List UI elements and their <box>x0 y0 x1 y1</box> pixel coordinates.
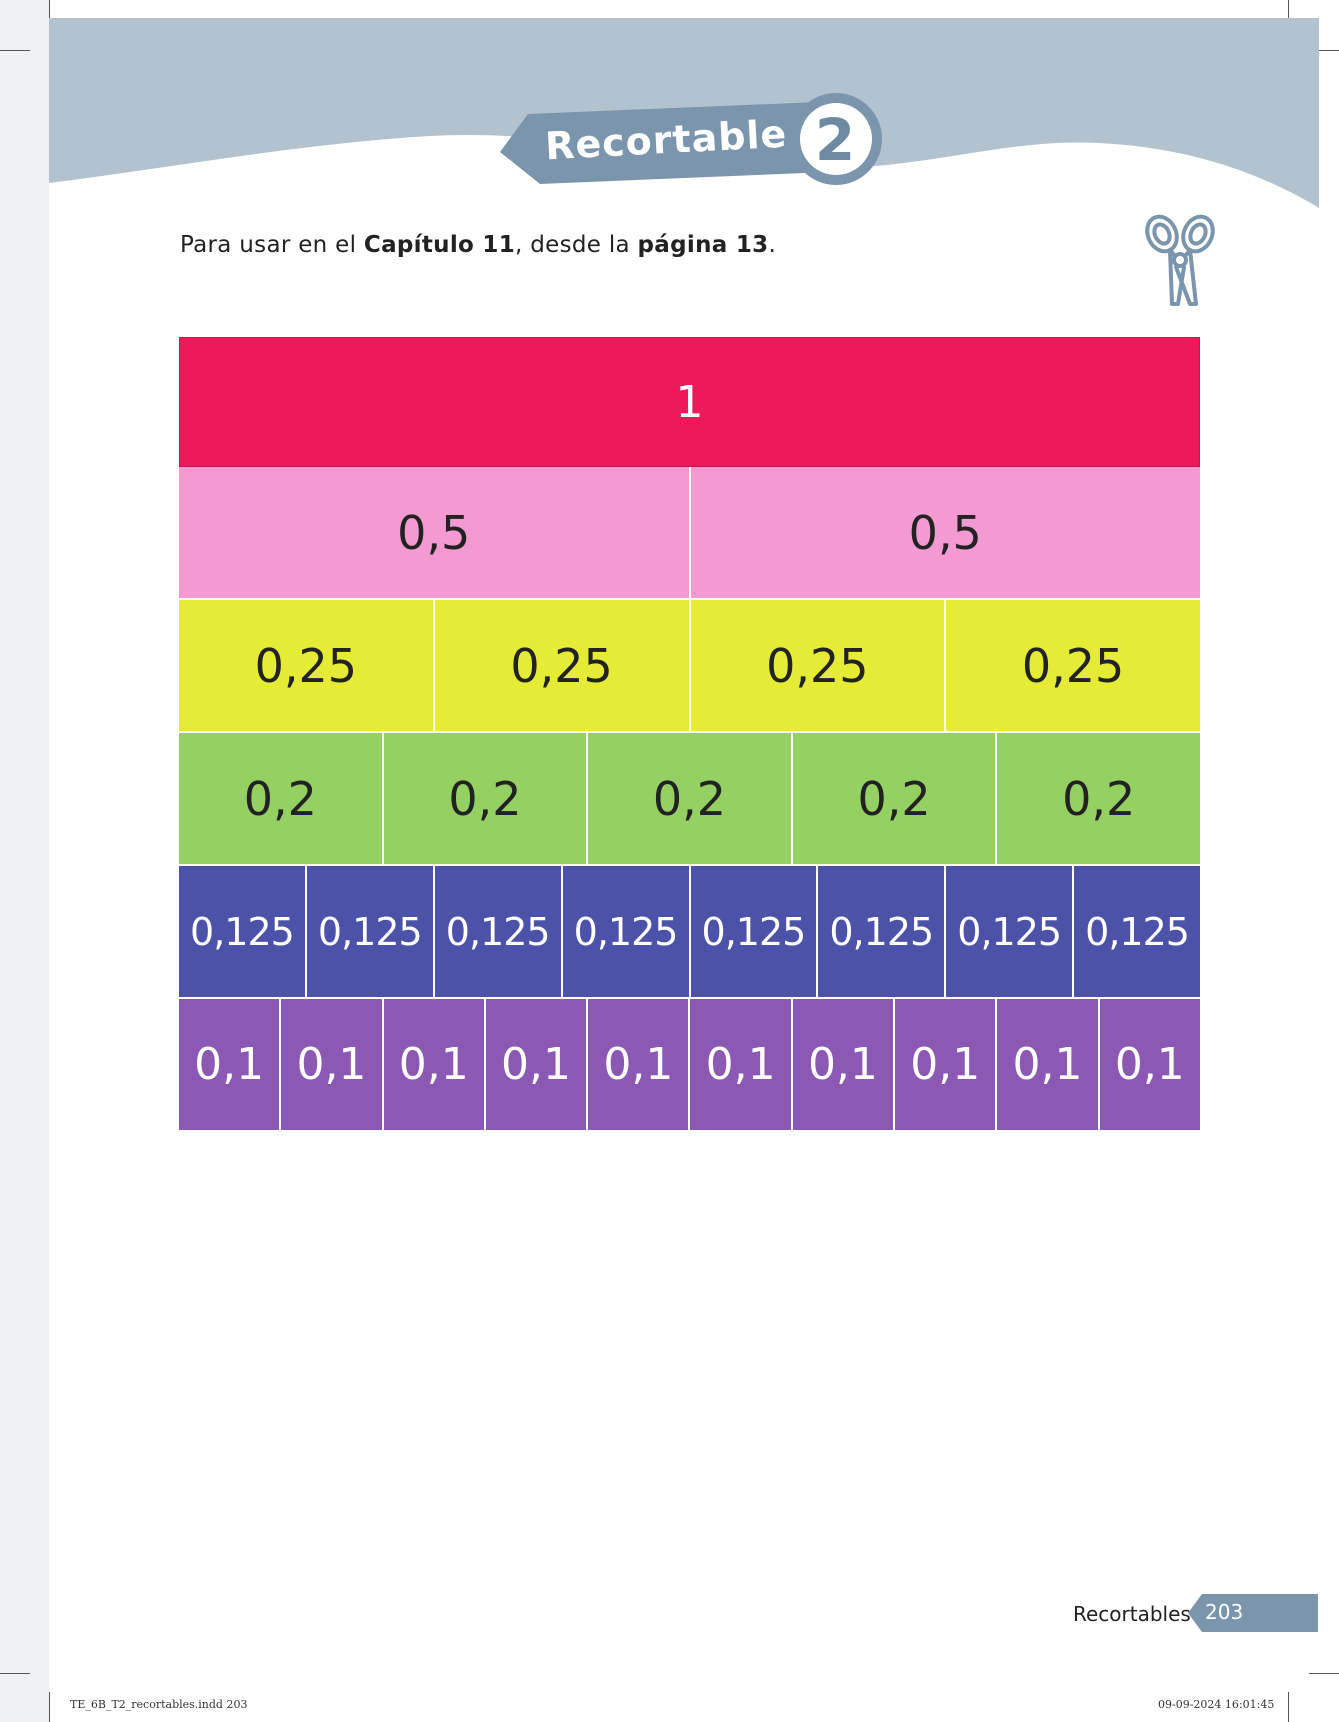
strip-row-0-5: 0,5 0,5 <box>179 467 1200 600</box>
intro-prefix: Para usar en el <box>180 232 364 258</box>
crop-mark <box>1309 1673 1339 1674</box>
strip-row-0-125: 0,125 0,125 0,125 0,125 0,125 0,125 0,12… <box>179 866 1200 999</box>
strip-cell[interactable]: 0,1 <box>1099 999 1200 1130</box>
strip-cell[interactable]: 0,125 <box>690 866 819 997</box>
strip-cell[interactable]: 0,1 <box>997 999 1100 1130</box>
strip-cell[interactable]: 0,125 <box>1074 866 1200 997</box>
strip-cell[interactable]: 0,25 <box>434 600 691 731</box>
intro-chapter: Capítulo 11 <box>363 232 516 258</box>
strip-cell[interactable]: 0,2 <box>792 733 998 864</box>
strip-row-1: 1 <box>179 337 1200 467</box>
crop-mark <box>0 50 30 51</box>
strip-cell[interactable]: 0,2 <box>179 733 384 864</box>
intro-text: Para usar en el Capítulo 11, desde la pá… <box>180 232 776 258</box>
recortable-badge <box>500 93 882 185</box>
strip-cell[interactable]: 0,25 <box>946 600 1200 731</box>
strip-cell[interactable]: 1 <box>179 337 1200 467</box>
strip-cell[interactable]: 0,25 <box>690 600 947 731</box>
left-margin-strip <box>0 0 49 1722</box>
footer-section-label: Recortables <box>1073 1602 1191 1626</box>
strip-cell[interactable]: 0,2 <box>997 733 1200 864</box>
strip-cell[interactable]: 0,125 <box>179 866 307 997</box>
strip-cell[interactable]: 0,125 <box>306 866 435 997</box>
strip-row-0-2: 0,2 0,2 0,2 0,2 0,2 <box>179 733 1200 866</box>
strip-cell[interactable]: 0,2 <box>383 733 589 864</box>
crop-mark <box>1288 1692 1289 1722</box>
intro-suffix: . <box>768 232 777 258</box>
badge-number: 2 <box>814 106 856 174</box>
strip-cell[interactable]: 0,5 <box>690 467 1200 598</box>
strip-cell[interactable]: 0,125 <box>946 866 1075 997</box>
strip-cell[interactable]: 0,25 <box>179 600 435 731</box>
page-number: 203 <box>1205 1600 1244 1624</box>
strip-row-0-25: 0,25 0,25 0,25 0,25 <box>179 600 1200 733</box>
strip-cell[interactable]: 0,125 <box>434 866 563 997</box>
strip-cell[interactable]: 0,125 <box>562 866 691 997</box>
strip-cell[interactable]: 0,1 <box>895 999 998 1130</box>
crop-mark <box>1309 50 1339 51</box>
crop-mark <box>49 0 50 30</box>
strip-cell[interactable]: 0,2 <box>588 733 793 864</box>
strip-cell[interactable]: 0,1 <box>792 999 896 1130</box>
strip-cell[interactable]: 0,1 <box>383 999 486 1130</box>
crop-mark <box>1288 0 1289 30</box>
strip-cell[interactable]: 0,1 <box>690 999 793 1130</box>
slug-filename: TE_6B_T2_recortables.indd 203 <box>70 1698 248 1711</box>
crop-mark <box>49 1692 50 1722</box>
strip-cell[interactable]: 0,1 <box>485 999 589 1130</box>
page-number-tab <box>1188 1594 1318 1632</box>
strip-cell[interactable]: 0,1 <box>281 999 384 1130</box>
strip-cell[interactable]: 0,1 <box>179 999 282 1130</box>
strip-cell[interactable]: 0,125 <box>818 866 947 997</box>
decimal-strips: 1 0,5 0,5 0,25 0,25 0,25 0,25 0,2 0,2 0,… <box>179 337 1200 1132</box>
strip-row-0-1: 0,1 0,1 0,1 0,1 0,1 0,1 0,1 0,1 0,1 0,1 <box>179 999 1200 1132</box>
intro-middle: , desde la <box>515 232 638 258</box>
strip-cell[interactable]: 0,5 <box>179 467 691 598</box>
intro-page-ref: página 13 <box>637 232 769 258</box>
crop-mark <box>0 1673 30 1674</box>
scissors-icon <box>1145 214 1215 306</box>
slug-timestamp: 09-09-2024 16:01:45 <box>1158 1698 1275 1711</box>
strip-cell[interactable]: 0,1 <box>588 999 691 1130</box>
